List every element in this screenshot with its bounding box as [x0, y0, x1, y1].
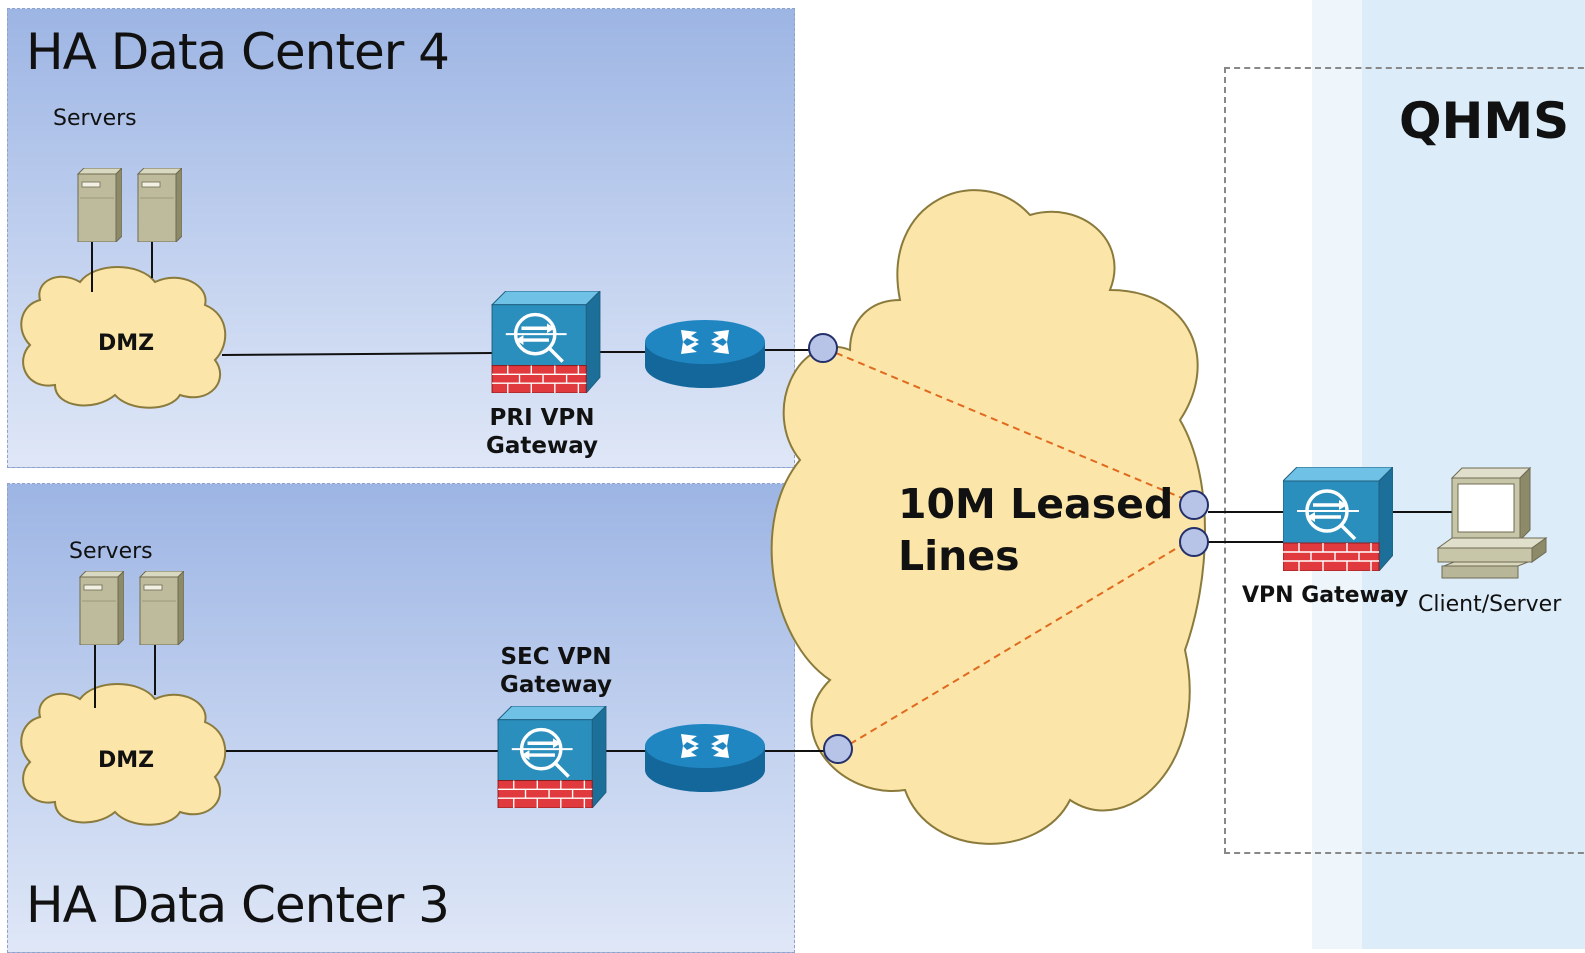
endpoint-node	[823, 734, 853, 764]
qhms-region	[1224, 67, 1585, 854]
sec-vpn-gateway-icon	[497, 706, 607, 808]
wan-label-line2: Lines	[898, 532, 1020, 580]
qhms-vpn-gateway-icon	[1283, 467, 1393, 571]
pri-vpn-gateway-label: PRI VPN Gateway	[486, 404, 598, 460]
dmz-cloud-dc3	[20, 683, 227, 826]
client-server-label: Client/Server	[1418, 592, 1562, 617]
pri-vpn-gateway-label-line1: PRI VPN	[489, 405, 595, 431]
qhms-title: QHMS	[1399, 92, 1570, 150]
server-icon	[137, 168, 182, 242]
wan-label: 10M Leased Lines	[898, 478, 1173, 582]
data-center-4-title: HA Data Center 4	[26, 23, 450, 81]
dmz-label-dc4: DMZ	[98, 331, 155, 356]
pri-vpn-gateway-label-line2: Gateway	[486, 433, 599, 459]
servers-label-dc4: Servers	[53, 106, 137, 131]
endpoint-node	[1179, 527, 1209, 557]
dmz-cloud-dc4	[20, 266, 227, 409]
server-icon	[77, 168, 122, 242]
sec-vpn-gateway-label-line1: SEC VPN	[500, 644, 612, 670]
endpoint-node	[808, 333, 838, 363]
dmz-label-dc3: DMZ	[98, 748, 155, 773]
data-center-3-title: HA Data Center 3	[26, 876, 450, 934]
servers-label-dc3: Servers	[69, 539, 153, 564]
wan-cloud	[770, 189, 1206, 845]
router-icon	[645, 320, 765, 388]
router-icon	[645, 724, 765, 792]
server-icon	[79, 571, 124, 645]
sec-vpn-gateway-label-line2: Gateway	[500, 672, 613, 698]
server-icon	[139, 571, 184, 645]
endpoint-node	[1179, 490, 1209, 520]
pri-vpn-gateway-icon	[491, 291, 601, 393]
wan-label-line1: 10M Leased	[898, 480, 1174, 528]
wired-links	[221, 349, 1455, 752]
server-links	[91, 240, 156, 708]
sec-vpn-gateway-label: SEC VPN Gateway	[500, 643, 612, 699]
workstation-icon	[1436, 466, 1548, 579]
qhms-vpn-gateway-label: VPN Gateway	[1242, 583, 1409, 608]
vpn-tunnels	[835, 352, 1183, 745]
